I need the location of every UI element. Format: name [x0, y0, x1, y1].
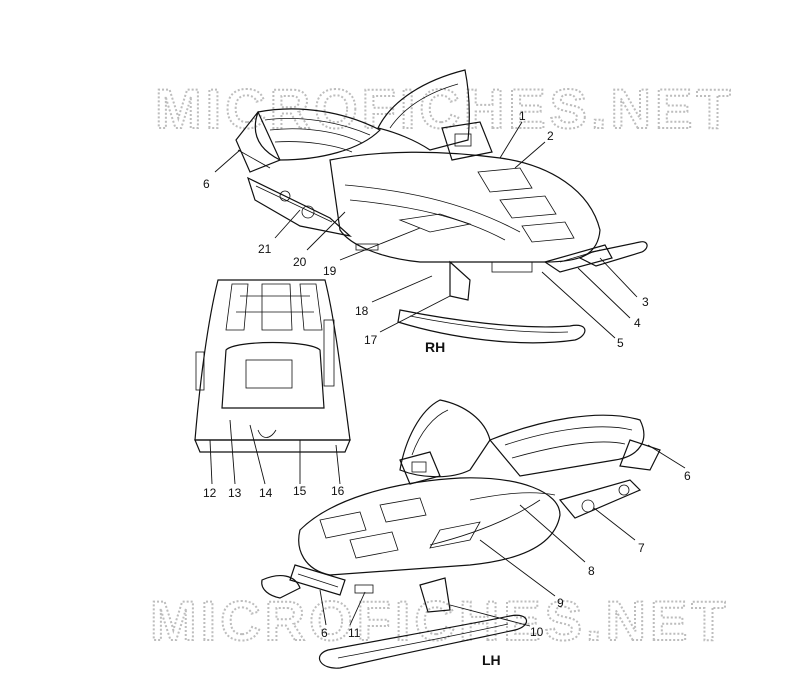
callout-1: 1	[519, 109, 526, 123]
callout-8: 8	[588, 564, 595, 578]
view-label-lh: LH	[482, 652, 501, 668]
callout-3: 3	[642, 295, 649, 309]
callout-numbers: 1 2 3 4 5 6 21 20 19 18 17 RH 12 13 14 1…	[203, 109, 691, 668]
callout-20: 20	[293, 255, 307, 269]
callout-18: 18	[355, 304, 369, 318]
callout-17: 17	[364, 333, 378, 347]
callout-5: 5	[617, 336, 624, 350]
callout-7: 7	[638, 541, 645, 555]
callout-15: 15	[293, 484, 307, 498]
view-label-rh: RH	[425, 339, 445, 355]
snowmobile-rh-view	[235, 69, 648, 344]
hood-top-view	[194, 279, 351, 453]
callout-11: 11	[348, 626, 361, 640]
callout-2: 2	[547, 129, 554, 143]
callout-4: 4	[634, 316, 641, 330]
callout-10: 10	[530, 625, 544, 639]
callout-6-lh-rear: 6	[684, 469, 691, 483]
watermark-bottom: MICROFICHES.NET	[150, 589, 730, 652]
callout-9: 9	[557, 596, 564, 610]
callout-19: 19	[323, 264, 337, 278]
snowmobile-lh-view	[261, 399, 661, 669]
callout-12: 12	[203, 486, 217, 500]
leader-lines	[209, 121, 686, 627]
callout-21: 21	[258, 242, 272, 256]
callout-16: 16	[331, 484, 345, 498]
callout-13: 13	[228, 486, 242, 500]
callout-6-rh: 6	[203, 177, 210, 191]
watermark-top: MICROFICHES.NET	[155, 77, 735, 140]
callout-6-lh-front: 6	[321, 626, 328, 640]
callout-14: 14	[259, 486, 273, 500]
